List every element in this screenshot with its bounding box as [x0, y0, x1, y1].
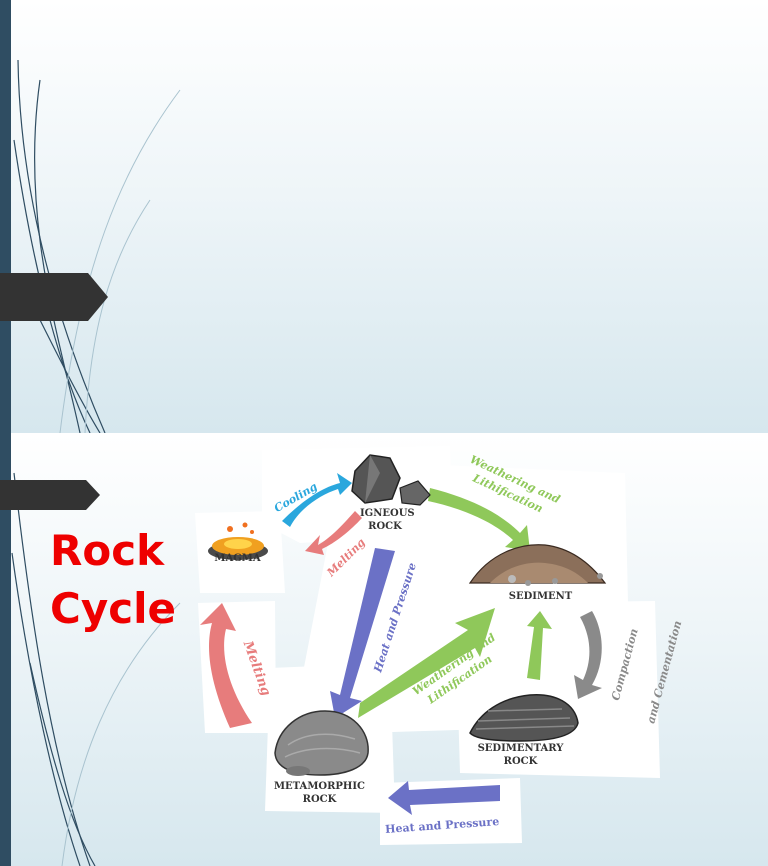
heat-pressure-bottom-arrow: [388, 781, 500, 815]
lithification-up-arrow: [527, 611, 552, 680]
magma-label: MAGMA: [214, 553, 261, 564]
melting-large-arrow: [200, 603, 252, 728]
slide-1: [0, 0, 768, 433]
metamorphic-rock-label: METAMORPHIC ROCK: [273, 781, 366, 805]
igneous-rock-icon: [351, 454, 431, 506]
slide-title-line-1: Rock: [50, 526, 165, 575]
section-tag: [0, 273, 108, 321]
section-tag: [0, 480, 100, 510]
sediment-icon: [468, 544, 607, 586]
melting-small-arrow: [305, 511, 362, 555]
magma-icon: [208, 522, 268, 560]
sedimentary-rock-label: SEDIMENTARY ROCK: [477, 743, 564, 767]
compaction-arrow: [574, 611, 602, 699]
heat-pressure-center-arrow: [330, 548, 395, 718]
igneous-rock-label: IGNEOUS ROCK: [360, 508, 415, 532]
decorative-swoosh: [13, 59, 181, 433]
cooling-arrow: [282, 473, 352, 527]
rock-cycle-diagram: [195, 446, 660, 845]
decorative-swoosh: [11, 472, 181, 866]
slide-2: Rock Cycle: [0, 433, 768, 866]
slide-title-line-2: Cycle: [50, 584, 176, 633]
weathering-top-arrow: [428, 488, 530, 551]
sediment-label: SEDIMENT: [508, 591, 573, 602]
slide-accent-bar: [0, 433, 11, 866]
sedimentary-rock-icon: [469, 694, 579, 742]
metamorphic-rock-icon: [274, 710, 369, 776]
weathering-mid-arrow: [358, 608, 495, 718]
slide-accent-bar: [0, 0, 11, 433]
